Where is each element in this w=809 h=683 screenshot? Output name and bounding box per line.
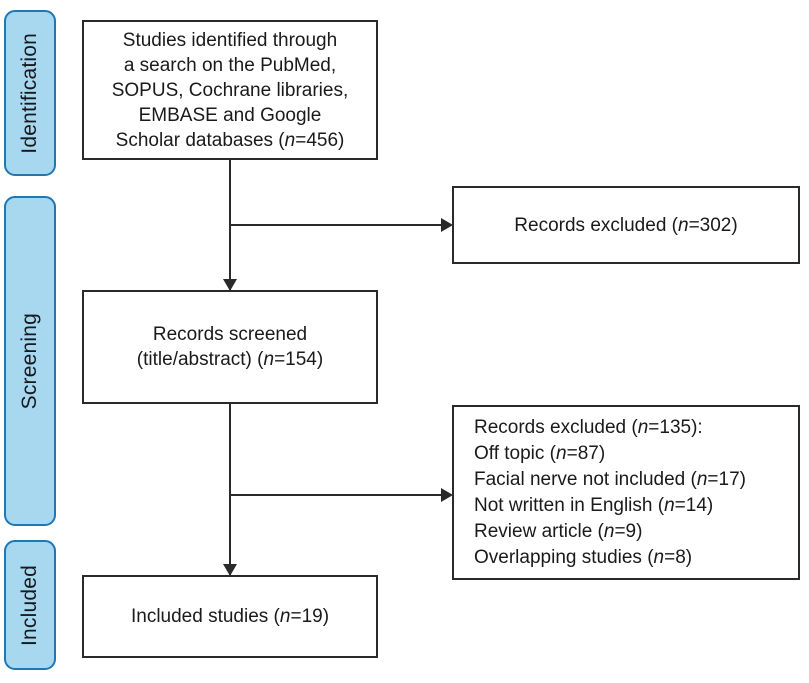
flow-box-screened-text: Records screened(title/abstract) (n=154)	[136, 324, 324, 370]
stage-label-included: Included	[18, 564, 41, 646]
stage-pill-included: Included	[4, 540, 56, 670]
arrow-head-right-to-excluded-1	[441, 218, 453, 232]
flow-box-records-excluded-first: Records excluded (n=302)	[452, 186, 800, 264]
flow-box-excluded-1-text: Records excluded (n=302)	[514, 214, 738, 236]
connector-screened-to-included	[229, 404, 231, 575]
stage-pill-screening: Screening	[4, 196, 56, 526]
flow-box-included-studies: Included studies (n=19)	[82, 575, 378, 658]
flow-box-excluded-2-text: Records excluded (n=135):Off topic (n=87…	[474, 416, 746, 568]
stage-label-screening: Screening	[18, 312, 41, 410]
connector-branch-to-excluded-2	[229, 494, 443, 496]
flow-box-records-screened: Records screened(title/abstract) (n=154)	[82, 290, 378, 404]
connector-branch-to-excluded-1	[229, 224, 443, 226]
stage-label-identification: Identification	[18, 32, 41, 154]
arrow-head-down-to-screened	[223, 279, 237, 291]
stage-pill-identification: Identification	[4, 10, 56, 176]
arrow-head-down-to-included	[223, 564, 237, 576]
flow-box-records-excluded-reasons: Records excluded (n=135):Off topic (n=87…	[452, 405, 800, 580]
flow-box-included-text: Included studies (n=19)	[130, 606, 330, 627]
arrow-head-right-to-excluded-2	[441, 488, 453, 502]
